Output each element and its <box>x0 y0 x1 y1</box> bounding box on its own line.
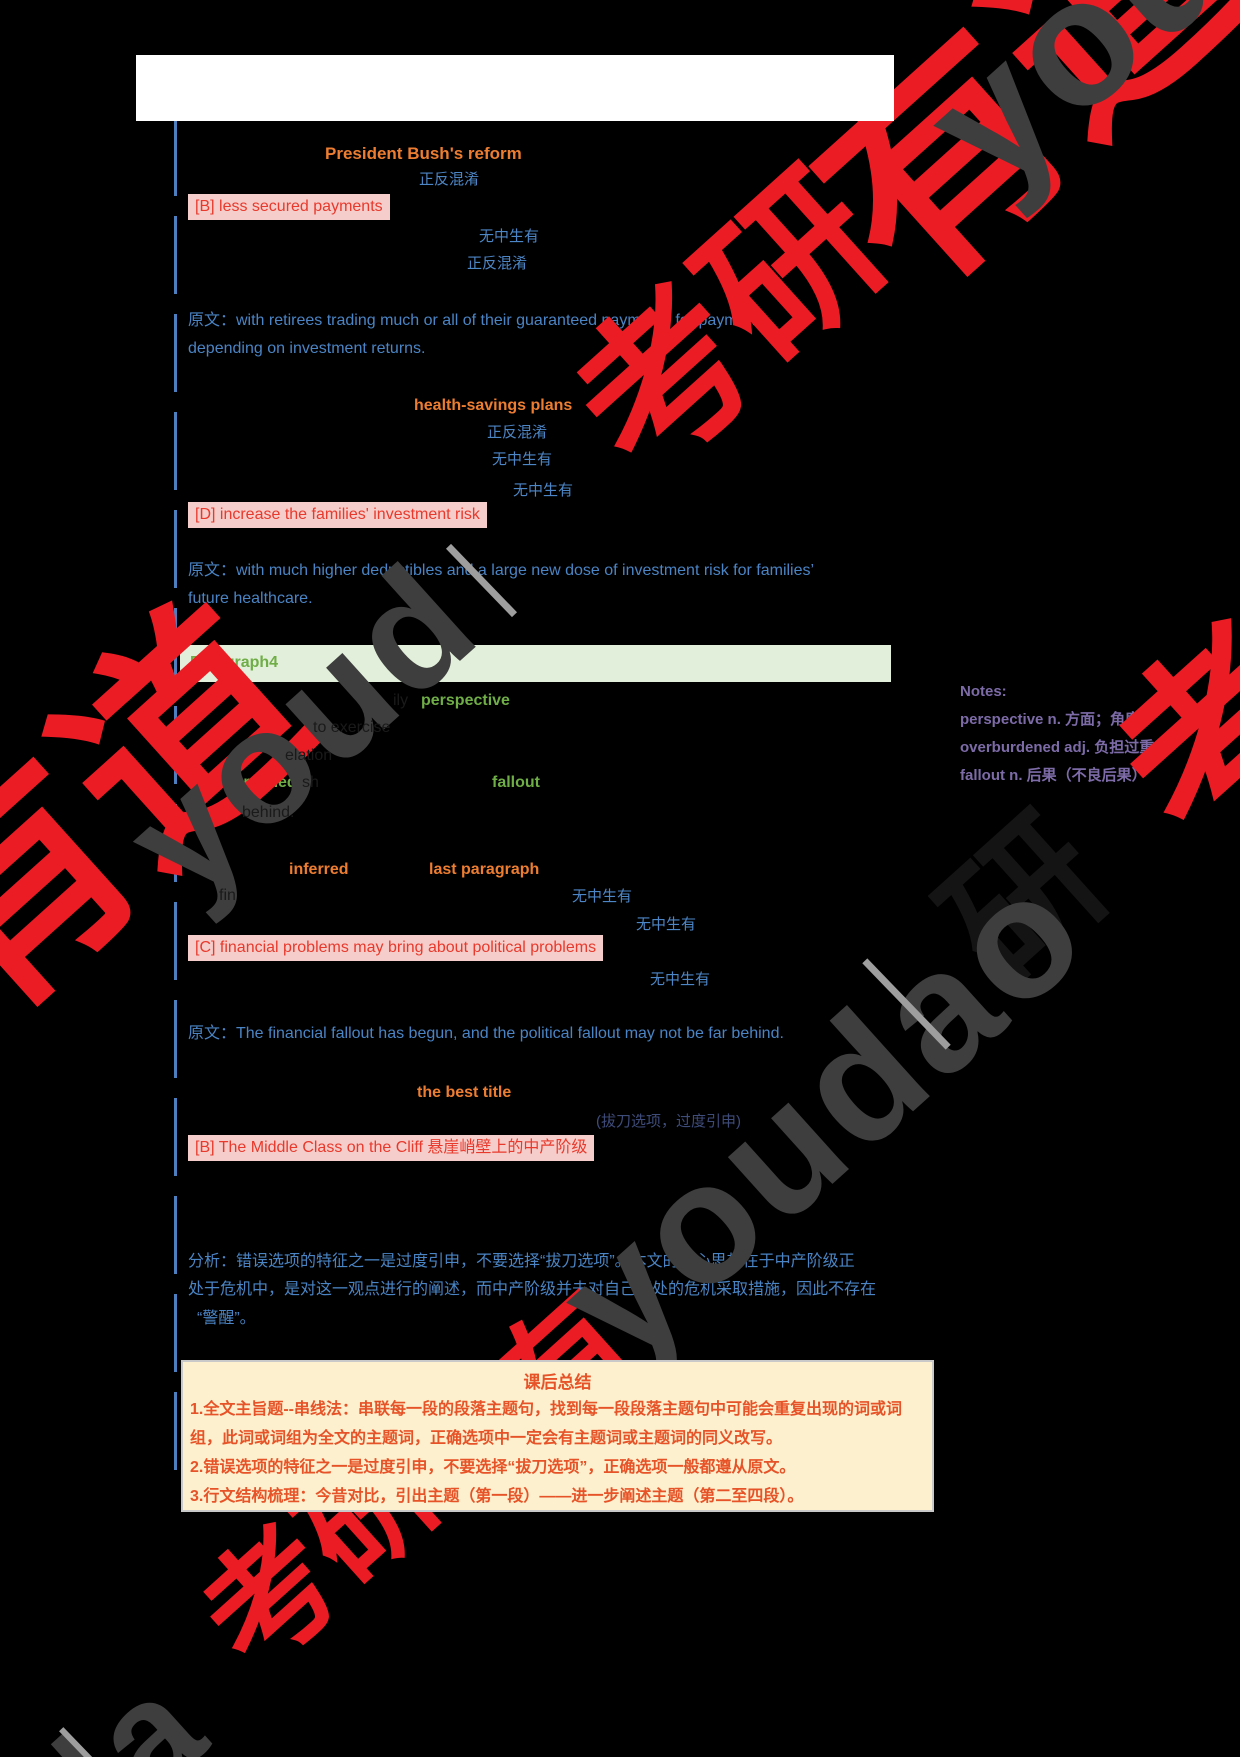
notes-title: Notes: <box>960 683 1007 700</box>
notes-list: perspective n. 方面；角度 overburdened adj. 负担… <box>960 706 1169 790</box>
summary-title: 课后总结 <box>523 1373 592 1392</box>
tag-wuzhong-3: 无中生有 <box>513 482 574 499</box>
source-quote-2-line1: 原文：with much higher deductibles and a la… <box>188 562 815 579</box>
lesson-summary-box: 课后总结 1.全文主旨题--串线法：串联每一段的段落主题句，找到每一段段落主题句… <box>181 1360 934 1512</box>
option-b-middle-class-on-cliff: [B] The Middle Class on the Cliff 悬崖峭壁上的… <box>188 1135 595 1161</box>
tag-wuzhong-5: 无中生有 <box>636 916 697 933</box>
tag-wuzhong-1: 无中生有 <box>479 228 540 245</box>
fragment-elation: elation <box>285 747 333 764</box>
summary-lines: 1.全文主旨题--串线法：串联每一段的段落主题句，找到每一段段落主题句中可能会重… <box>183 1395 932 1511</box>
fragment-sh: sh <box>302 774 319 791</box>
keyword-overburdened: overburdened <box>190 774 297 791</box>
source-quote-3: 原文：The financial fallout has begun, and … <box>188 1025 784 1042</box>
source-quote-1-line1: 原文：with retirees trading much or all of … <box>188 312 768 329</box>
paragraph4-banner-label: Paragraph4 <box>190 654 279 671</box>
summary-line: 2.错误选项的特征之一是过度引申，不要选择“拔刀选项”，正确选项一般都遵从原文。 <box>190 1459 796 1476</box>
summary-line: 1.全文主旨题--串线法：串联每一段的段落主题句，找到每一段段落主题句中可能会重… <box>190 1401 903 1418</box>
keyword-the-best-title: the best title <box>417 1084 512 1101</box>
analysis-line3: “警醒”。 <box>197 1310 256 1327</box>
fragment-fin: fin <box>219 887 236 904</box>
tag-wuzhong-2: 无中生有 <box>492 451 553 468</box>
source-quote-2-line2: future healthcare. <box>188 590 313 607</box>
summary-line: 3.行文结构梳理：今昔对比，引出主题（第一段）——进一步阐述主题（第二至四段）。 <box>190 1488 804 1505</box>
vocab-notes-block: Notes: perspective n. 方面；角度 overburdened … <box>960 678 1169 790</box>
keyword-president-bush-reform: President Bush's reform <box>325 144 522 163</box>
keyword-health-savings-plans: health-savings plans <box>414 397 573 414</box>
fragment-ily: ily <box>393 692 409 709</box>
option-c-financial-political-problems: [C] financial problems may bring about p… <box>188 935 604 961</box>
watermark-youdao-logo-text: da <box>0 1641 238 1757</box>
watermark-youdao-kaoyan-text: 考研 <box>1076 452 1240 887</box>
keyword-inferred: inferred <box>289 861 349 878</box>
tag-wuzhong-6: 无中生有 <box>650 971 711 988</box>
paragraph4-banner: Paragraph4 <box>180 645 891 682</box>
keyword-last-paragraph: last paragraph <box>429 861 540 878</box>
note-entry: overburdened adj. 负担过重的 <box>960 739 1170 756</box>
keyword-perspective: perspective <box>421 692 510 709</box>
keyword-fallout: fallout <box>492 774 540 791</box>
tag-zhengfan-2: 正反混淆 <box>467 255 528 272</box>
note-entry: perspective n. 方面；角度 <box>960 711 1141 728</box>
tag-zhengfan-3: 正反混淆 <box>487 424 548 441</box>
note-entry: fallout n. 后果（不良后果） <box>960 767 1147 784</box>
tag-zhengfan-1: 正反混淆 <box>419 171 480 188</box>
header-whiteout-box <box>136 55 894 121</box>
fragment-to-exercise: to exercise <box>313 719 391 736</box>
analysis-line2: 处于危机中，是对这一观点进行的阐述，而中产阶级并未对自己所处的危机采取措施，因此… <box>188 1281 877 1298</box>
summary-line: 组，此词或词组为全文的主题词，正确选项中一定会有主题词或主题词的同义改写。 <box>190 1430 783 1447</box>
note-badao-overextension: (拔刀选项，过度引申) <box>596 1113 741 1130</box>
tag-wuzhong-4: 无中生有 <box>572 888 633 905</box>
option-b-less-secured-payments: [B] less secured payments <box>188 194 390 220</box>
analysis-line1: 分析：错误选项的特征之一是过度引申，不要选择“拔刀选项”。本文的中心思想在于中产… <box>188 1253 855 1270</box>
fragment-behind: behind. <box>242 804 295 821</box>
left-dashed-guideline <box>174 118 177 1475</box>
source-quote-1-line2: depending on investment returns. <box>188 340 426 357</box>
option-d-increase-investment-risk: [D] increase the families' investment ri… <box>188 502 487 528</box>
